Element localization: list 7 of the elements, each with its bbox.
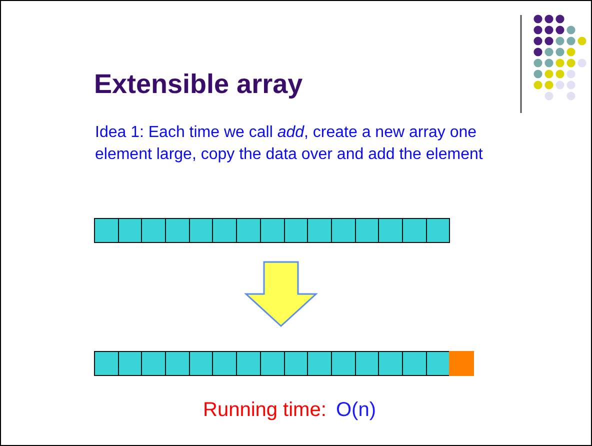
running-time-label: Running time: — [203, 399, 326, 422]
block-arrow — [244, 261, 318, 328]
complexity-text: O(n) — [336, 399, 376, 422]
array-bar — [95, 218, 450, 243]
array-bar — [95, 351, 474, 376]
idea-text: Idea 1: Each time we call add, create a new array one element large, copy the data over and add the element — [95, 123, 484, 165]
slide-title: Extensible array — [94, 69, 303, 100]
